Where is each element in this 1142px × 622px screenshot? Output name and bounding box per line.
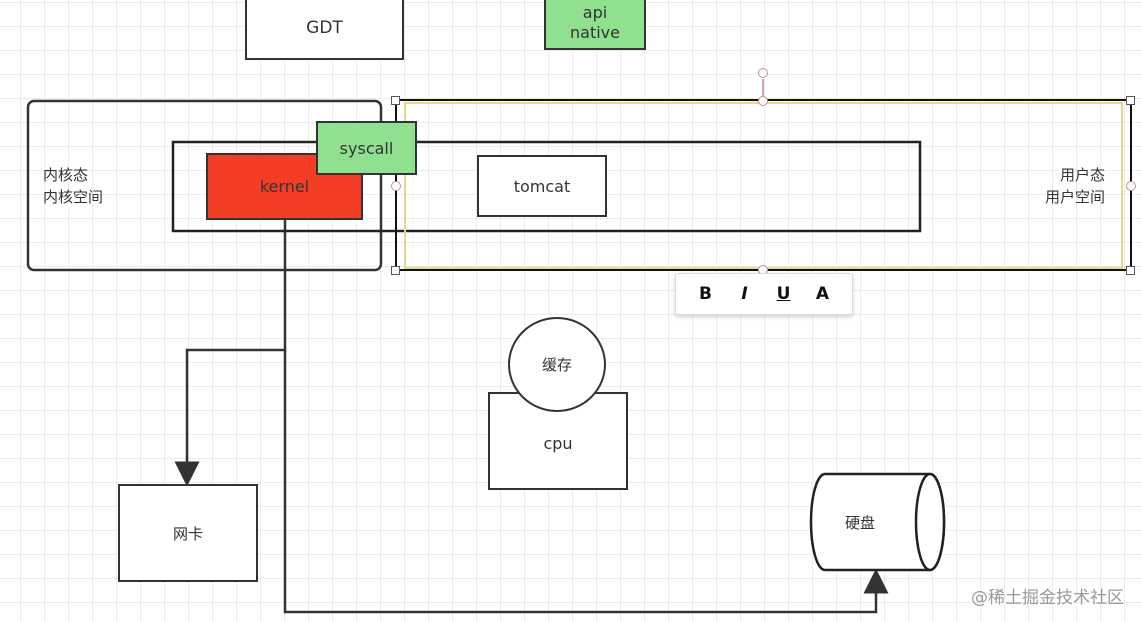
italic-icon[interactable]: I: [741, 284, 748, 304]
gdt-node[interactable]: GDT: [245, 0, 404, 60]
resize-handle-top-left[interactable]: [391, 96, 400, 105]
kernel-space-text: 内核空间: [43, 188, 104, 206]
resize-handle-bottom-left[interactable]: [391, 266, 400, 275]
text-format-toolbar: B I U A: [675, 273, 853, 315]
api-native-node[interactable]: api native: [544, 0, 646, 50]
user-space-label: 用户态 用户空间: [1045, 164, 1105, 208]
kernel-label: kernel: [259, 177, 310, 196]
syscall-label: syscall: [339, 138, 394, 158]
disk-shape: [809, 472, 946, 572]
watermark: @稀土掘金技术社区: [971, 588, 1124, 608]
resize-handle-right[interactable]: [1126, 181, 1136, 191]
kernel-mode-text: 内核态: [43, 166, 89, 184]
gdt-label: GDT: [306, 18, 343, 38]
kernel-space-label: 内核态 内核空间: [43, 164, 103, 208]
process-bar: [171, 140, 922, 233]
kernel-to-nic-edge: [174, 220, 287, 487]
cpu-label: cpu: [543, 433, 573, 453]
cache-label: 缓存: [541, 356, 572, 374]
resize-handle-top[interactable]: [758, 96, 768, 106]
tomcat-label: tomcat: [513, 176, 571, 196]
user-mode-text: 用户态: [1060, 166, 1106, 184]
resize-handle-top-right[interactable]: [1126, 96, 1135, 105]
kernel-to-disk-edge: [283, 350, 889, 614]
nic-label: 网卡: [172, 524, 203, 543]
native-label: native: [570, 23, 620, 42]
resize-handle-bottom-right[interactable]: [1126, 266, 1135, 275]
disk-label: 硬盘: [845, 514, 876, 532]
bold-icon[interactable]: B: [699, 284, 712, 304]
font-color-icon[interactable]: A: [815, 284, 830, 304]
kernel-space-container: [26, 99, 383, 272]
nic-node[interactable]: 网卡: [118, 484, 258, 582]
syscall-node[interactable]: syscall: [316, 121, 417, 175]
underline-icon[interactable]: U: [776, 284, 791, 304]
user-space-text: 用户空间: [1045, 188, 1106, 206]
resize-handle-left[interactable]: [391, 181, 401, 191]
rotate-handle[interactable]: [758, 68, 768, 78]
tomcat-node[interactable]: tomcat: [477, 155, 607, 217]
cache-node[interactable]: 缓存: [508, 317, 606, 412]
api-label: api: [582, 3, 608, 22]
